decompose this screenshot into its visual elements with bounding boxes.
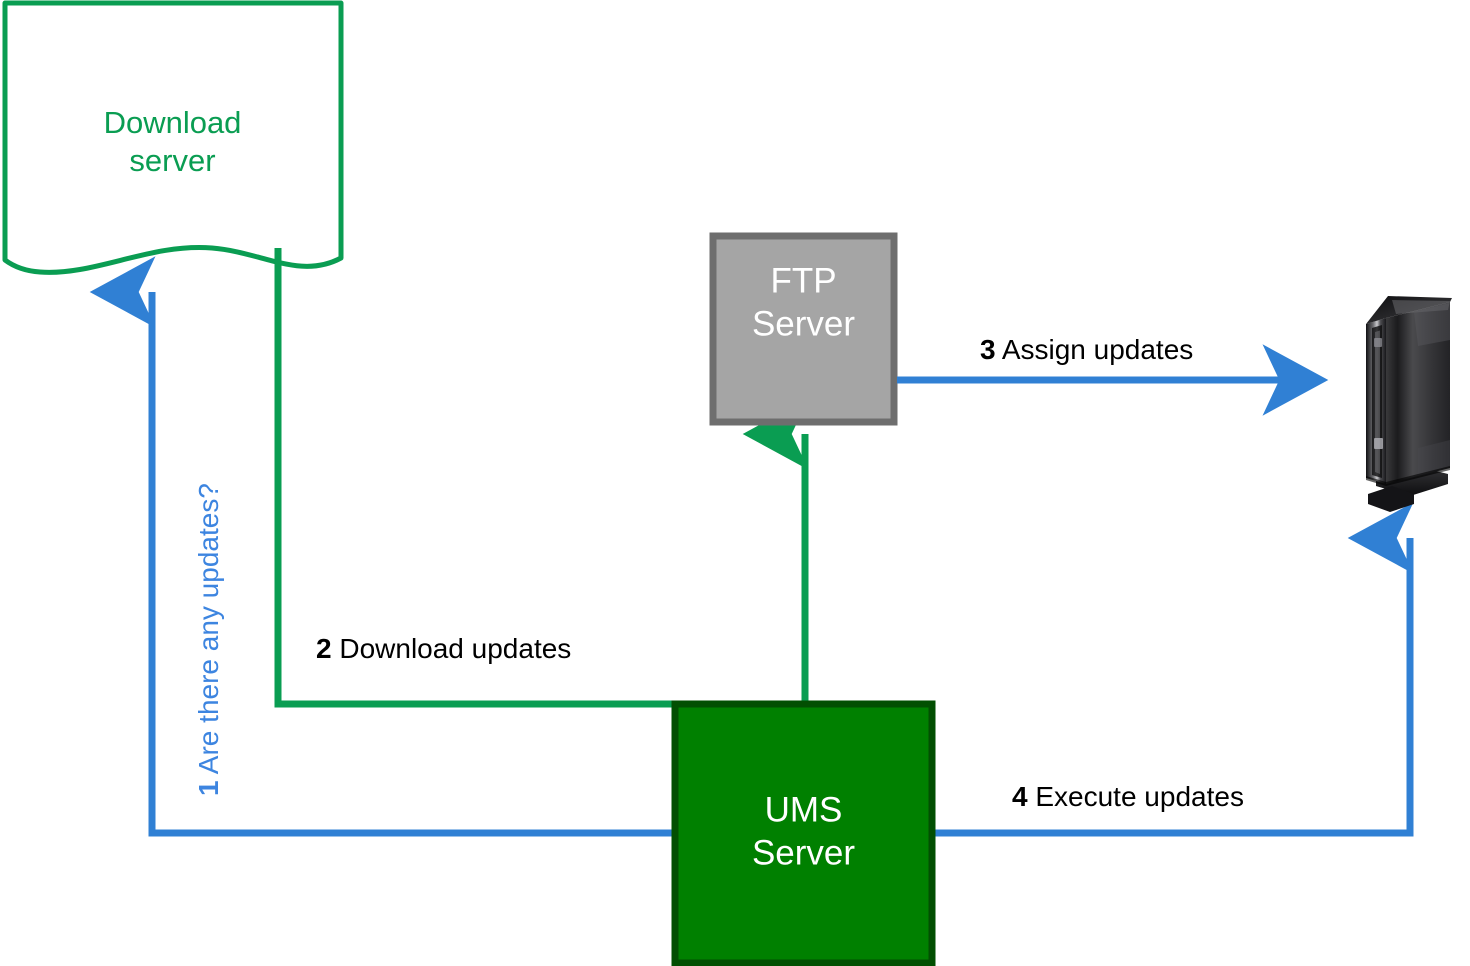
edge-1-number: 1 — [193, 780, 224, 796]
edge-4-label: 4 Execute updates — [1012, 781, 1244, 813]
edge-1-text: Are there any updates? — [193, 483, 224, 775]
edge-2-text: Download updates — [339, 633, 572, 664]
edge-1-path-are-there-any-updates — [89, 256, 672, 837]
edge-3-number: 3 — [980, 334, 996, 365]
edge-4-path-execute-updates — [935, 502, 1414, 837]
edge-2-number: 2 — [316, 633, 332, 664]
ftp-server-box — [709, 232, 898, 426]
download-server-shape — [2, 0, 344, 275]
edge-4-text: Execute updates — [1035, 781, 1244, 812]
edge-1-label: 1 Are there any updates? — [193, 376, 225, 796]
thin-client-device-icon — [1366, 296, 1452, 512]
edge-3-label: 3 Assign updates — [980, 334, 1193, 366]
edge-4-number: 4 — [1012, 781, 1028, 812]
edge-3-text: Assign updates — [1001, 334, 1194, 365]
edge-2-label: 2 Download updates — [316, 633, 571, 665]
ums-server-box — [671, 700, 936, 966]
edge-2-path-download-updates — [274, 248, 700, 708]
